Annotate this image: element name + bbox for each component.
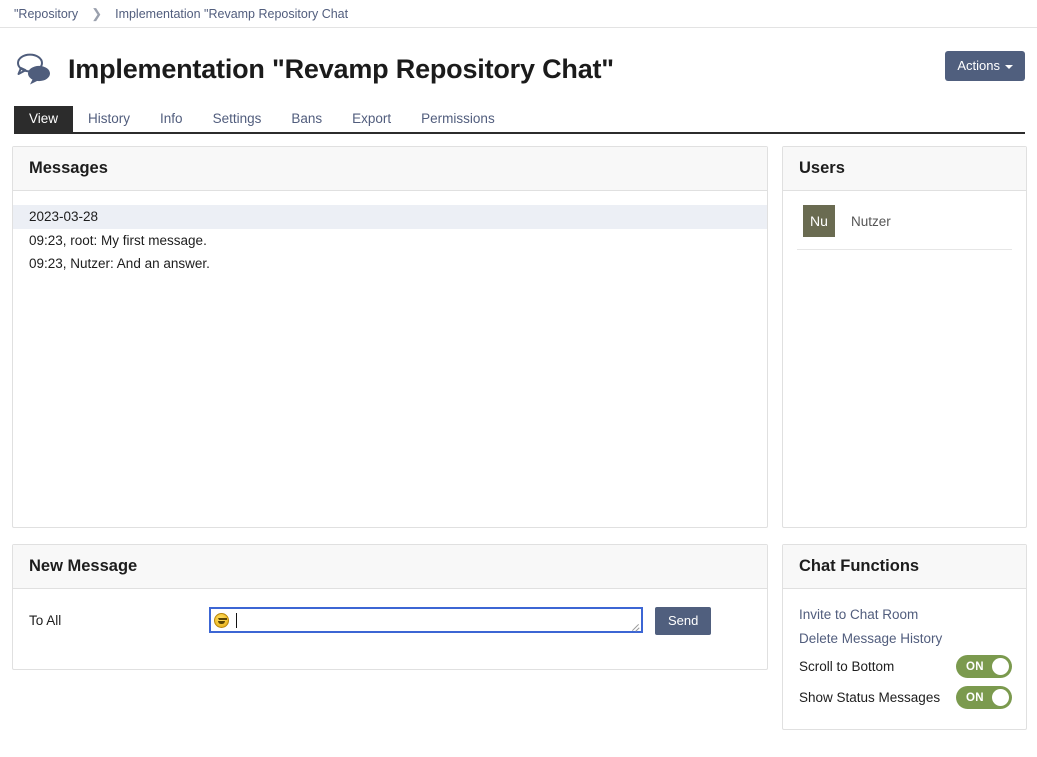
tab-bar: View History Info Settings Bans Export P… — [14, 104, 1025, 134]
user-name: Nutzer — [851, 213, 891, 229]
users-panel-title: Users — [783, 147, 1026, 191]
show-status-messages-row: Show Status Messages ON — [799, 682, 1012, 713]
tab-bans[interactable]: Bans — [291, 110, 323, 126]
send-button[interactable]: Send — [655, 607, 712, 635]
chat-functions-panel: Chat Functions Invite to Chat Room Delet… — [782, 544, 1027, 730]
breadcrumb: "Repository ❯ Implementation "Revamp Rep… — [0, 0, 1037, 28]
messages-panel-title: Messages — [13, 147, 767, 191]
show-status-messages-toggle[interactable]: ON — [956, 686, 1012, 709]
textarea-resize-handle[interactable] — [632, 622, 640, 630]
message-line: 09:23, root: My first message. — [29, 233, 207, 248]
toggle-state-label: ON — [966, 660, 984, 673]
scroll-to-bottom-label: Scroll to Bottom — [799, 659, 895, 674]
smiley-face-icon[interactable] — [214, 612, 229, 628]
tab-export[interactable]: Export — [352, 110, 392, 126]
main-content: Messages 2023-03-28 09:23, root: My firs… — [0, 134, 1037, 746]
breadcrumb-item-current[interactable]: Implementation "Revamp Repository Chat — [115, 6, 349, 21]
scroll-to-bottom-row: Scroll to Bottom ON — [799, 651, 1012, 682]
messages-list[interactable]: 2023-03-28 09:23, root: My first message… — [13, 191, 767, 527]
chat-bubbles-icon — [14, 52, 54, 86]
list-item[interactable]: Nu Nutzer — [797, 205, 1012, 250]
chevron-down-icon — [1005, 64, 1013, 69]
chat-functions-list: Invite to Chat Room Delete Message Histo… — [783, 589, 1026, 729]
delete-message-history-link[interactable]: Delete Message History — [799, 631, 943, 646]
new-message-form: To All Send — [13, 589, 767, 669]
tab-settings[interactable]: Settings — [212, 110, 262, 126]
message-input[interactable] — [209, 607, 643, 633]
tab-permissions[interactable]: Permissions — [421, 110, 495, 126]
invite-to-chat-room-link[interactable]: Invite to Chat Room — [799, 607, 919, 622]
actions-button[interactable]: Actions — [945, 51, 1025, 81]
avatar: Nu — [803, 205, 835, 237]
breadcrumb-item-repository[interactable]: "Repository — [14, 6, 79, 21]
new-message-panel-title: New Message — [13, 545, 767, 589]
tab-view[interactable]: View — [14, 105, 74, 132]
to-all-label: To All — [29, 613, 62, 628]
users-panel: Users Nu Nutzer — [782, 146, 1027, 528]
message-line: 09:23, Nutzer: And an answer. — [29, 256, 210, 271]
toggle-state-label: ON — [966, 691, 984, 704]
tab-info[interactable]: Info — [160, 110, 183, 126]
right-column: Users Nu Nutzer Chat Functions Invite to… — [782, 146, 1027, 746]
toggle-knob — [992, 689, 1009, 706]
tab-history[interactable]: History — [88, 110, 131, 126]
actions-button-label: Actions — [957, 58, 1000, 73]
page-header: Implementation "Revamp Repository Chat" … — [0, 28, 1037, 94]
chat-functions-panel-title: Chat Functions — [783, 545, 1026, 589]
new-message-panel: New Message To All Send — [12, 544, 768, 670]
breadcrumb-separator-icon: ❯ — [91, 6, 103, 21]
message-date-divider: 2023-03-28 — [13, 205, 767, 229]
messages-panel: Messages 2023-03-28 09:23, root: My firs… — [12, 146, 768, 528]
scroll-to-bottom-toggle[interactable]: ON — [956, 655, 1012, 678]
page-title: Implementation "Revamp Repository Chat" — [68, 53, 614, 84]
users-list: Nu Nutzer — [783, 191, 1026, 527]
left-column: Messages 2023-03-28 09:23, root: My firs… — [12, 146, 768, 686]
toggle-knob — [992, 658, 1009, 675]
text-caret — [236, 612, 237, 628]
show-status-messages-label: Show Status Messages — [799, 690, 941, 705]
